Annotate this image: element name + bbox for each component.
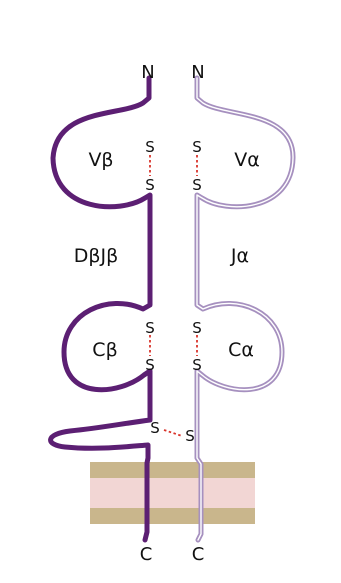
alpha-c-terminus: C <box>192 544 205 565</box>
beta-c-terminus: C <box>140 544 153 565</box>
sulfur-vbeta-top: S <box>145 138 155 156</box>
interchain-bond <box>163 429 183 437</box>
sulfur-labels: S S S S S S S S S S <box>145 138 202 445</box>
cbeta-domain-label: Cβ <box>92 339 117 361</box>
sulfur-cbeta-bottom: S <box>145 356 155 374</box>
alpha-n-terminus: N <box>191 62 204 83</box>
beta-n-terminus: N <box>141 62 154 83</box>
valpha-domain-label: Vα <box>234 149 260 171</box>
alpha-chain-core <box>196 77 294 541</box>
vbeta-domain-label: Vβ <box>88 149 113 171</box>
sulfur-valpha-top: S <box>192 138 202 156</box>
dbeta-jbeta-label: DβJβ <box>74 245 119 267</box>
sulfur-interchain-beta: S <box>150 419 160 437</box>
sulfur-interchain-alpha: S <box>185 427 195 445</box>
jalpha-label: Jα <box>230 245 249 267</box>
membrane-inner-band <box>90 478 255 508</box>
sulfur-cbeta-top: S <box>145 319 155 337</box>
sulfur-calpha-top: S <box>192 319 202 337</box>
sulfur-valpha-bottom: S <box>192 176 202 194</box>
sulfur-calpha-bottom: S <box>192 356 202 374</box>
disulfide-bonds <box>149 155 198 437</box>
beta-chain <box>48 75 153 543</box>
cell-membrane <box>90 462 255 524</box>
calpha-domain-label: Cα <box>228 339 254 361</box>
sulfur-vbeta-bottom: S <box>145 176 155 194</box>
